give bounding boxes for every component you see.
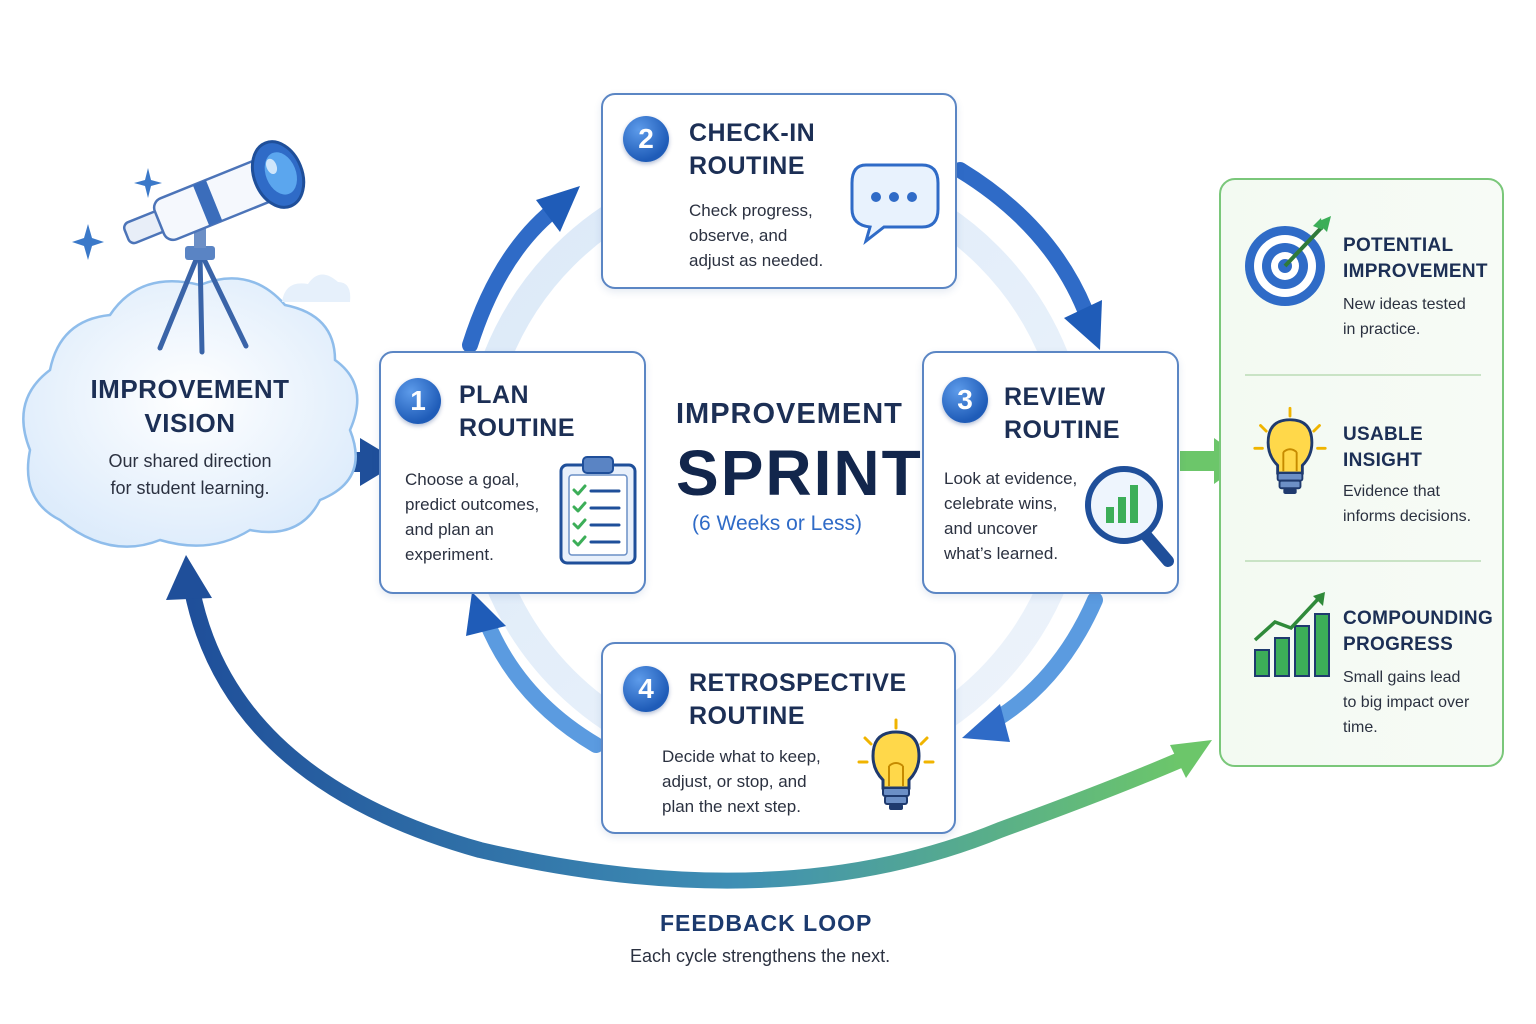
vision-desc-line2: for student learning. xyxy=(110,478,270,498)
feedback-loop-arrow xyxy=(166,555,1212,889)
potential-title-line1: POTENTIAL xyxy=(1343,235,1454,256)
review-title: REVIEW ROUTINE xyxy=(1004,381,1120,447)
plan-desc-line1: Choose a goal, xyxy=(405,470,520,489)
review-desc-line1: Look at evidence, xyxy=(944,469,1078,488)
vision-cloud xyxy=(22,277,359,548)
compounding-progress-title: COMPOUNDING PROGRESS xyxy=(1343,606,1493,658)
usable-insight-description: Evidence that informs decisions. xyxy=(1343,479,1471,529)
plan-desc-line2: predict outcomes, xyxy=(405,495,540,514)
review-routine-card: 3 REVIEW ROUTINE Look at evidence, celeb… xyxy=(922,351,1179,594)
clipboard-checklist-icon xyxy=(559,456,637,565)
cycle-arrow-retro-to-plan xyxy=(466,592,604,753)
target-icon xyxy=(1245,216,1331,306)
checkin-desc-line3: adjust as needed. xyxy=(689,251,824,270)
insight-title-line1: USABLE xyxy=(1343,424,1423,445)
checkin-title: CHECK-IN ROUTINE xyxy=(689,117,815,183)
retrospective-desc-line1: Decide what to keep, xyxy=(662,747,821,766)
vision-desc-line1: Our shared direction xyxy=(108,451,272,471)
plan-title-line2: ROUTINE xyxy=(459,414,575,442)
checkin-description: Check progress, observe, and adjust as n… xyxy=(689,198,823,273)
lightbulb-icon xyxy=(1253,406,1327,494)
vision-title: IMPROVEMENT VISION xyxy=(70,372,310,440)
outcomes-panel: POTENTIAL IMPROVEMENT New ideas tested i… xyxy=(1219,178,1504,767)
cycle-arrow-checkin-to-review xyxy=(952,162,1102,350)
feedback-loop-title: FEEDBACK LOOP xyxy=(660,910,873,936)
chat-bubble-icon xyxy=(850,163,940,245)
usable-insight-title: USABLE INSIGHT xyxy=(1343,422,1423,474)
plan-description: Choose a goal, predict outcomes, and pla… xyxy=(405,467,539,567)
step-number-badge: 3 xyxy=(942,377,988,423)
outcomes-divider xyxy=(1245,374,1481,376)
checkin-routine-card: 2 CHECK-IN ROUTINE Check progress, obser… xyxy=(601,93,957,289)
insight-desc-line1: Evidence that xyxy=(1343,483,1440,500)
cycle-arrow-review-to-retro xyxy=(962,592,1103,742)
checkin-title-line1: CHECK-IN xyxy=(689,119,816,147)
review-desc-line2: celebrate wins, xyxy=(944,494,1058,513)
sprint-title-top: IMPROVEMENT xyxy=(676,398,903,430)
potential-improvement-description: New ideas tested in practice. xyxy=(1343,292,1466,342)
review-title-line2: ROUTINE xyxy=(1004,416,1120,444)
plan-desc-line4: experiment. xyxy=(405,545,494,564)
potential-improvement-title: POTENTIAL IMPROVEMENT xyxy=(1343,233,1488,285)
compounding-desc-line1: Small gains lead xyxy=(1343,669,1461,686)
review-desc-line4: what’s learned. xyxy=(944,544,1059,563)
insight-title-line2: INSIGHT xyxy=(1343,450,1423,471)
retrospective-desc-line2: adjust, or stop, and xyxy=(662,772,807,791)
compounding-title-line1: COMPOUNDING xyxy=(1343,608,1494,629)
plan-title-line1: PLAN xyxy=(459,381,530,409)
lightbulb-icon xyxy=(857,718,935,810)
retrospective-routine-card: 4 RETROSPECTIVE ROUTINE Decide what to k… xyxy=(601,642,956,834)
telescope-icon xyxy=(72,140,351,355)
review-description: Look at evidence, celebrate wins, and un… xyxy=(944,466,1077,566)
retrospective-title-line1: RETROSPECTIVE xyxy=(689,669,907,697)
checkin-desc-line2: observe, and xyxy=(689,226,788,245)
outcomes-divider xyxy=(1245,560,1481,562)
compounding-desc-line3: time. xyxy=(1343,719,1378,736)
retrospective-desc-line3: plan the next step. xyxy=(662,797,801,816)
vision-title-line2: VISION xyxy=(144,408,236,438)
potential-desc-line1: New ideas tested xyxy=(1343,296,1466,313)
checkin-title-line2: ROUTINE xyxy=(689,152,805,180)
plan-desc-line3: and plan an xyxy=(405,520,494,539)
compounding-desc-line2: to big impact over xyxy=(1343,694,1470,711)
sprint-title-main: SPRINT xyxy=(676,437,923,509)
potential-title-line2: IMPROVEMENT xyxy=(1343,261,1488,282)
plan-routine-card: 1 PLAN ROUTINE Choose a goal, predict ou… xyxy=(379,351,646,594)
plan-title: PLAN ROUTINE xyxy=(459,379,575,445)
review-desc-line3: and uncover xyxy=(944,519,1038,538)
checkin-desc-line1: Check progress, xyxy=(689,201,813,220)
step-number-badge: 1 xyxy=(395,378,441,424)
compounding-progress-description: Small gains lead to big impact over time… xyxy=(1343,665,1469,740)
review-title-line1: REVIEW xyxy=(1004,383,1106,411)
step-number-badge: 2 xyxy=(623,116,669,162)
magnifier-chart-icon xyxy=(1085,466,1174,567)
growth-chart-icon xyxy=(1253,592,1330,677)
cycle-arrow-plan-to-checkin xyxy=(462,186,580,353)
feedback-loop-description: Each cycle strengthens the next. xyxy=(630,946,891,966)
potential-desc-line2: in practice. xyxy=(1343,321,1421,338)
sprint-subtitle: (6 Weeks or Less) xyxy=(692,512,862,535)
retrospective-title: RETROSPECTIVE ROUTINE xyxy=(689,667,907,733)
step-number-badge: 4 xyxy=(623,666,669,712)
retrospective-description: Decide what to keep, adjust, or stop, an… xyxy=(662,744,821,819)
vision-description: Our shared direction for student learnin… xyxy=(70,448,310,502)
compounding-title-line2: PROGRESS xyxy=(1343,634,1454,655)
retrospective-title-line2: ROUTINE xyxy=(689,702,805,730)
insight-desc-line2: informs decisions. xyxy=(1343,508,1472,525)
vision-title-line1: IMPROVEMENT xyxy=(90,374,290,404)
